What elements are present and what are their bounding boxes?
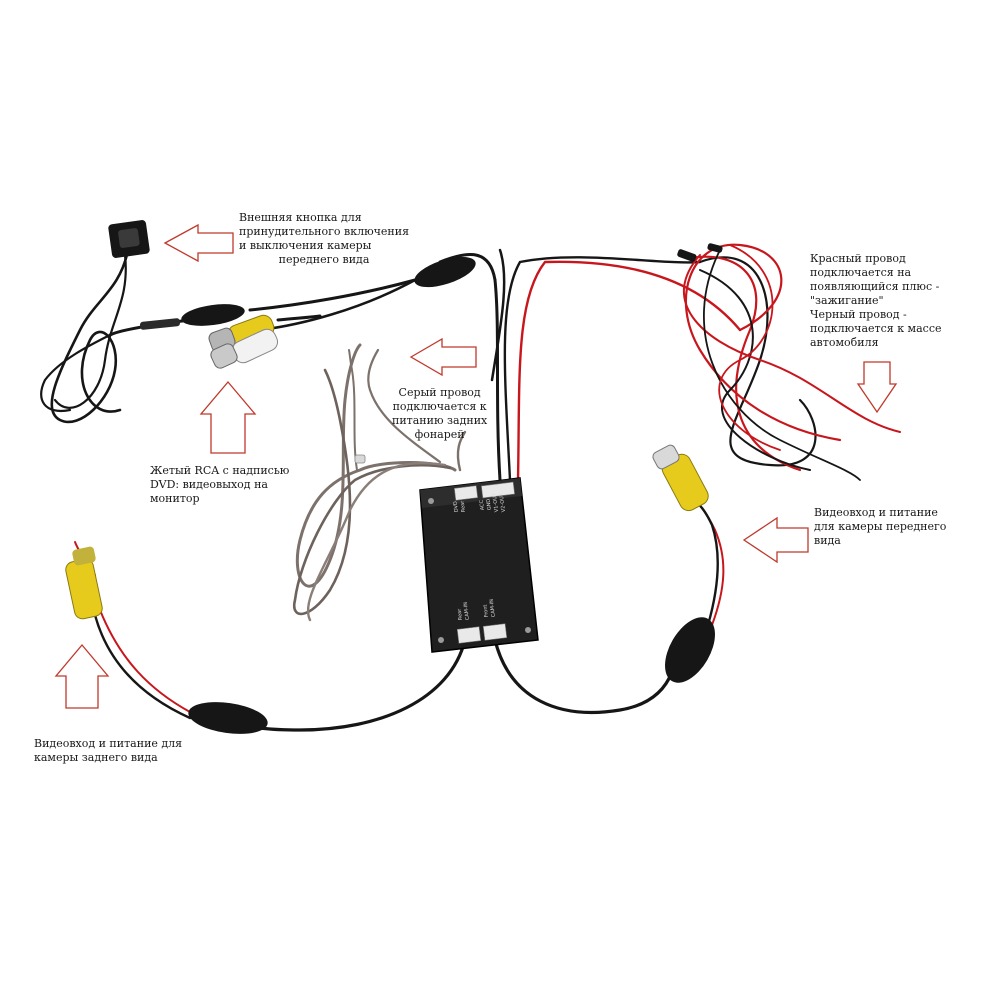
- label-front-button: Внешняя кнопка для принудительного включ…: [239, 211, 410, 266]
- module-label-v1-out: V1-OUT: [492, 492, 500, 513]
- module-label-dvd: DVD: [453, 501, 460, 513]
- power-wires: [503, 243, 901, 482]
- arrow-left-front-button-icon: [163, 223, 234, 263]
- module-label-front-cam-in: CAM-IN: [489, 598, 497, 617]
- module-label-v2-out: V2-OUT: [499, 492, 507, 513]
- rca-rear-camera: [65, 546, 103, 620]
- module-label-front: Front: [482, 604, 490, 617]
- arrow-up-rear-camera-icon: [54, 643, 110, 709]
- arrow-down-power-icon: [856, 361, 898, 414]
- rca-plugs-dvd: [208, 314, 322, 369]
- module-label-rear-top: Rear: [460, 499, 467, 512]
- arrow-up-rca-icon: [199, 380, 257, 454]
- gray-wires: [292, 343, 467, 622]
- module-label-gnd: GND: [486, 498, 493, 510]
- label-front-camera: Видеовход и питание для камеры переднего…: [814, 506, 947, 547]
- module-label-rear-bottom: Rear: [457, 607, 464, 620]
- module-label-acc: ACC: [479, 499, 486, 510]
- front-button-cable: [40, 220, 506, 482]
- arrow-left-gray-wire-icon: [409, 337, 477, 377]
- module-label-rear-cam-in: CAM-IN: [463, 601, 471, 620]
- camera-cables: [65, 444, 725, 734]
- label-power-wires: Красный провод подключается на появляющи…: [810, 252, 942, 349]
- label-yellow-rca: Жетый RCA с надписью DVD: видеовыход на …: [150, 464, 290, 505]
- control-module: DVD Rear ACC GND V1-OUT V2-OUT Rear CAM-…: [419, 477, 539, 653]
- rca-front-camera: [652, 444, 709, 512]
- label-rear-camera: Видеовход и питание для камеры заднего в…: [34, 737, 183, 764]
- arrow-left-front-camera-icon: [742, 516, 809, 564]
- label-gray-wire: Серый провод подключается к питанию задн…: [392, 386, 488, 441]
